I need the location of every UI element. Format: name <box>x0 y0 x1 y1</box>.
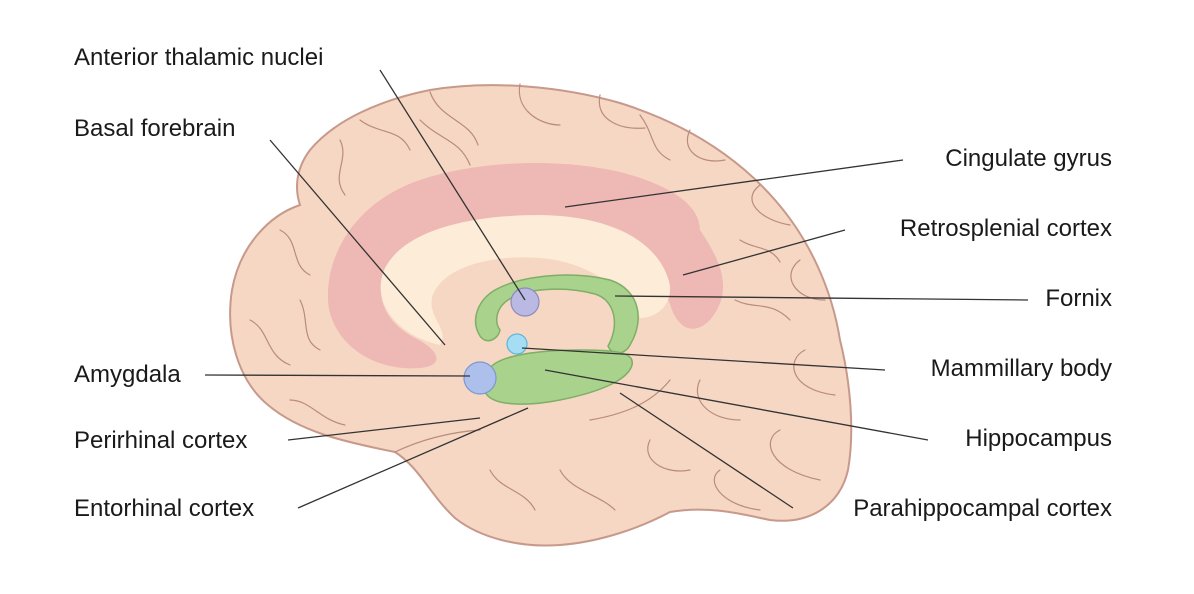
leader-amygdala <box>204 374 471 377</box>
label-retrosplenial-cortex: Retrosplenial cortex <box>899 215 1112 242</box>
label-entorhinal-cortex: Entorhinal cortex <box>74 495 255 522</box>
leader-fornix <box>614 295 1029 301</box>
leader-anterior-thalamic-nuclei <box>379 69 526 301</box>
leader-perirhinal-cortex <box>287 417 481 441</box>
amygdala-structure <box>463 361 497 395</box>
leader-mammillary-body <box>521 347 886 371</box>
cingulate-gyrus-region <box>327 162 724 369</box>
label-amygdala: Amygdala <box>74 361 181 388</box>
leader-lines <box>204 69 1029 509</box>
anterior-thalamic-nuclei-structure <box>510 287 540 317</box>
label-hippocampus: Hippocampus <box>965 425 1112 452</box>
brain-hemisphere <box>229 84 853 547</box>
label-mammillary-body: Mammillary body <box>930 355 1112 382</box>
leader-cingulate-gyrus <box>564 159 904 208</box>
leader-hippocampus <box>544 369 929 441</box>
label-parahippocampal-cortex: Parahippocampal cortex <box>853 495 1112 522</box>
label-fornix: Fornix <box>1045 285 1112 312</box>
label-cingulate-gyrus: Cingulate gyrus <box>945 145 1112 172</box>
corpus-callosum-region <box>380 215 671 345</box>
sulci-pattern <box>249 83 836 511</box>
label-anterior-thalamic-nuclei: Anterior thalamic nuclei <box>74 44 324 71</box>
leader-retrosplenial-cortex <box>682 229 846 276</box>
mammillary-body-structure <box>506 333 528 355</box>
label-perirhinal-cortex: Perirhinal cortex <box>74 427 248 454</box>
temporal-lobe-detail <box>394 429 481 453</box>
leader-parahippocampal-cortex <box>619 392 794 509</box>
label-basal-forebrain: Basal forebrain <box>74 115 236 142</box>
leader-basal-forebrain <box>269 139 446 346</box>
leader-entorhinal-cortex <box>297 407 529 509</box>
